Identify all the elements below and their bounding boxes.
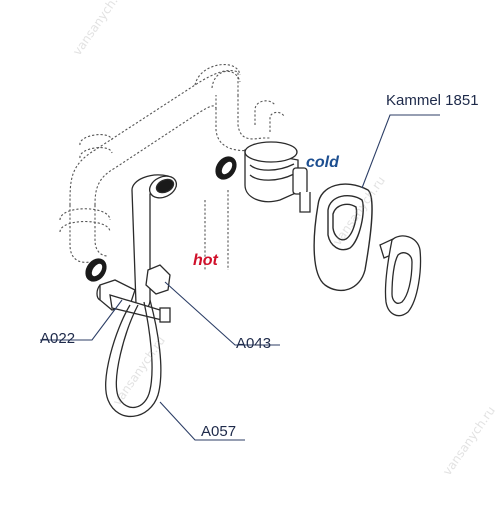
label-a043: A043 [236, 335, 272, 352]
callout-a043 [164, 281, 280, 346]
callout-a057 [159, 401, 245, 441]
label-kammel-1851: Kammel 1851 [386, 92, 479, 109]
callout-kammel [361, 114, 440, 189]
cover-plate [313, 183, 373, 292]
flexible-hose [105, 299, 162, 417]
label-a022: A022 [40, 330, 76, 347]
wall-outlet [96, 279, 171, 323]
label-cold: cold [306, 154, 339, 171]
label-a057: A057 [201, 423, 237, 440]
callout-lines [40, 114, 440, 441]
mixer-cartridge [244, 141, 311, 213]
callout-a022 [40, 299, 123, 341]
seal-ring-holes [91, 161, 233, 277]
lever-handle [379, 235, 422, 317]
label-hot: hot [193, 252, 218, 269]
